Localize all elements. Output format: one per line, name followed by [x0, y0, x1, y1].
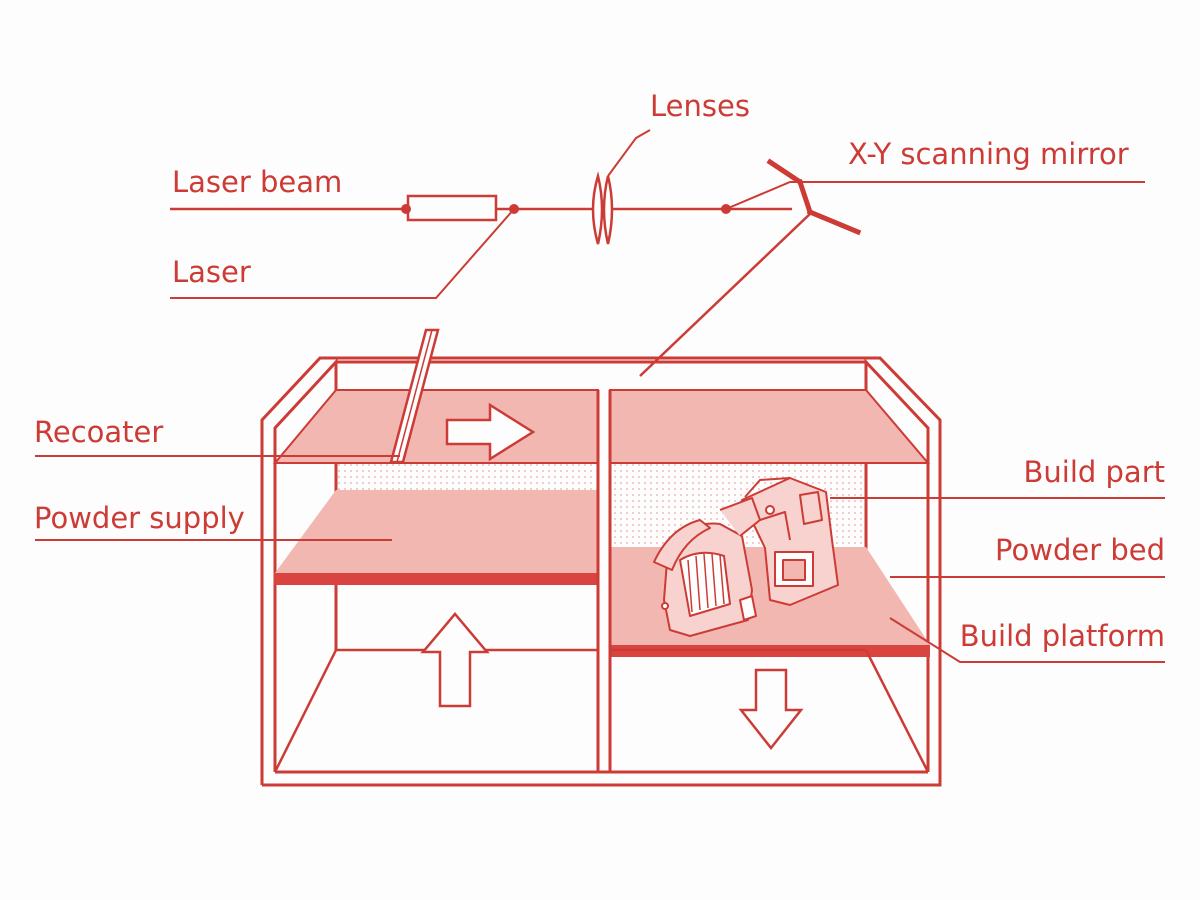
beam-dot-1: [401, 204, 411, 214]
right-top-layer: [609, 389, 931, 464]
label-build-platform: Build platform: [960, 619, 1165, 653]
arrow-down-icon: [738, 668, 804, 751]
label-laser: Laser: [172, 255, 251, 289]
arrow-right-icon: [445, 402, 536, 462]
leader-lines: [35, 129, 1165, 663]
powder-supply-platform: [274, 573, 598, 585]
lenses-icon: [591, 171, 614, 245]
label-powder-bed: Powder bed: [995, 533, 1165, 567]
label-laser-beam: Laser beam: [172, 165, 342, 199]
label-powder-supply: Powder supply: [34, 501, 245, 535]
label-build-part: Build part: [1024, 455, 1166, 489]
left-powder-dots: [336, 463, 598, 491]
arrow-up-icon: [420, 612, 490, 708]
laser-path: [170, 207, 813, 377]
label-recoater: Recoater: [34, 415, 163, 449]
chamber-divider: [596, 390, 612, 772]
scanning-mirror-icon: [766, 158, 862, 236]
label-lenses: Lenses: [650, 89, 750, 123]
left-top-layer: [272, 389, 599, 464]
powder-supply-surface: [275, 490, 598, 573]
build-part-object: [653, 477, 839, 637]
laser-source: [406, 194, 498, 222]
label-scanning-mirror: X-Y scanning mirror: [848, 137, 1129, 171]
